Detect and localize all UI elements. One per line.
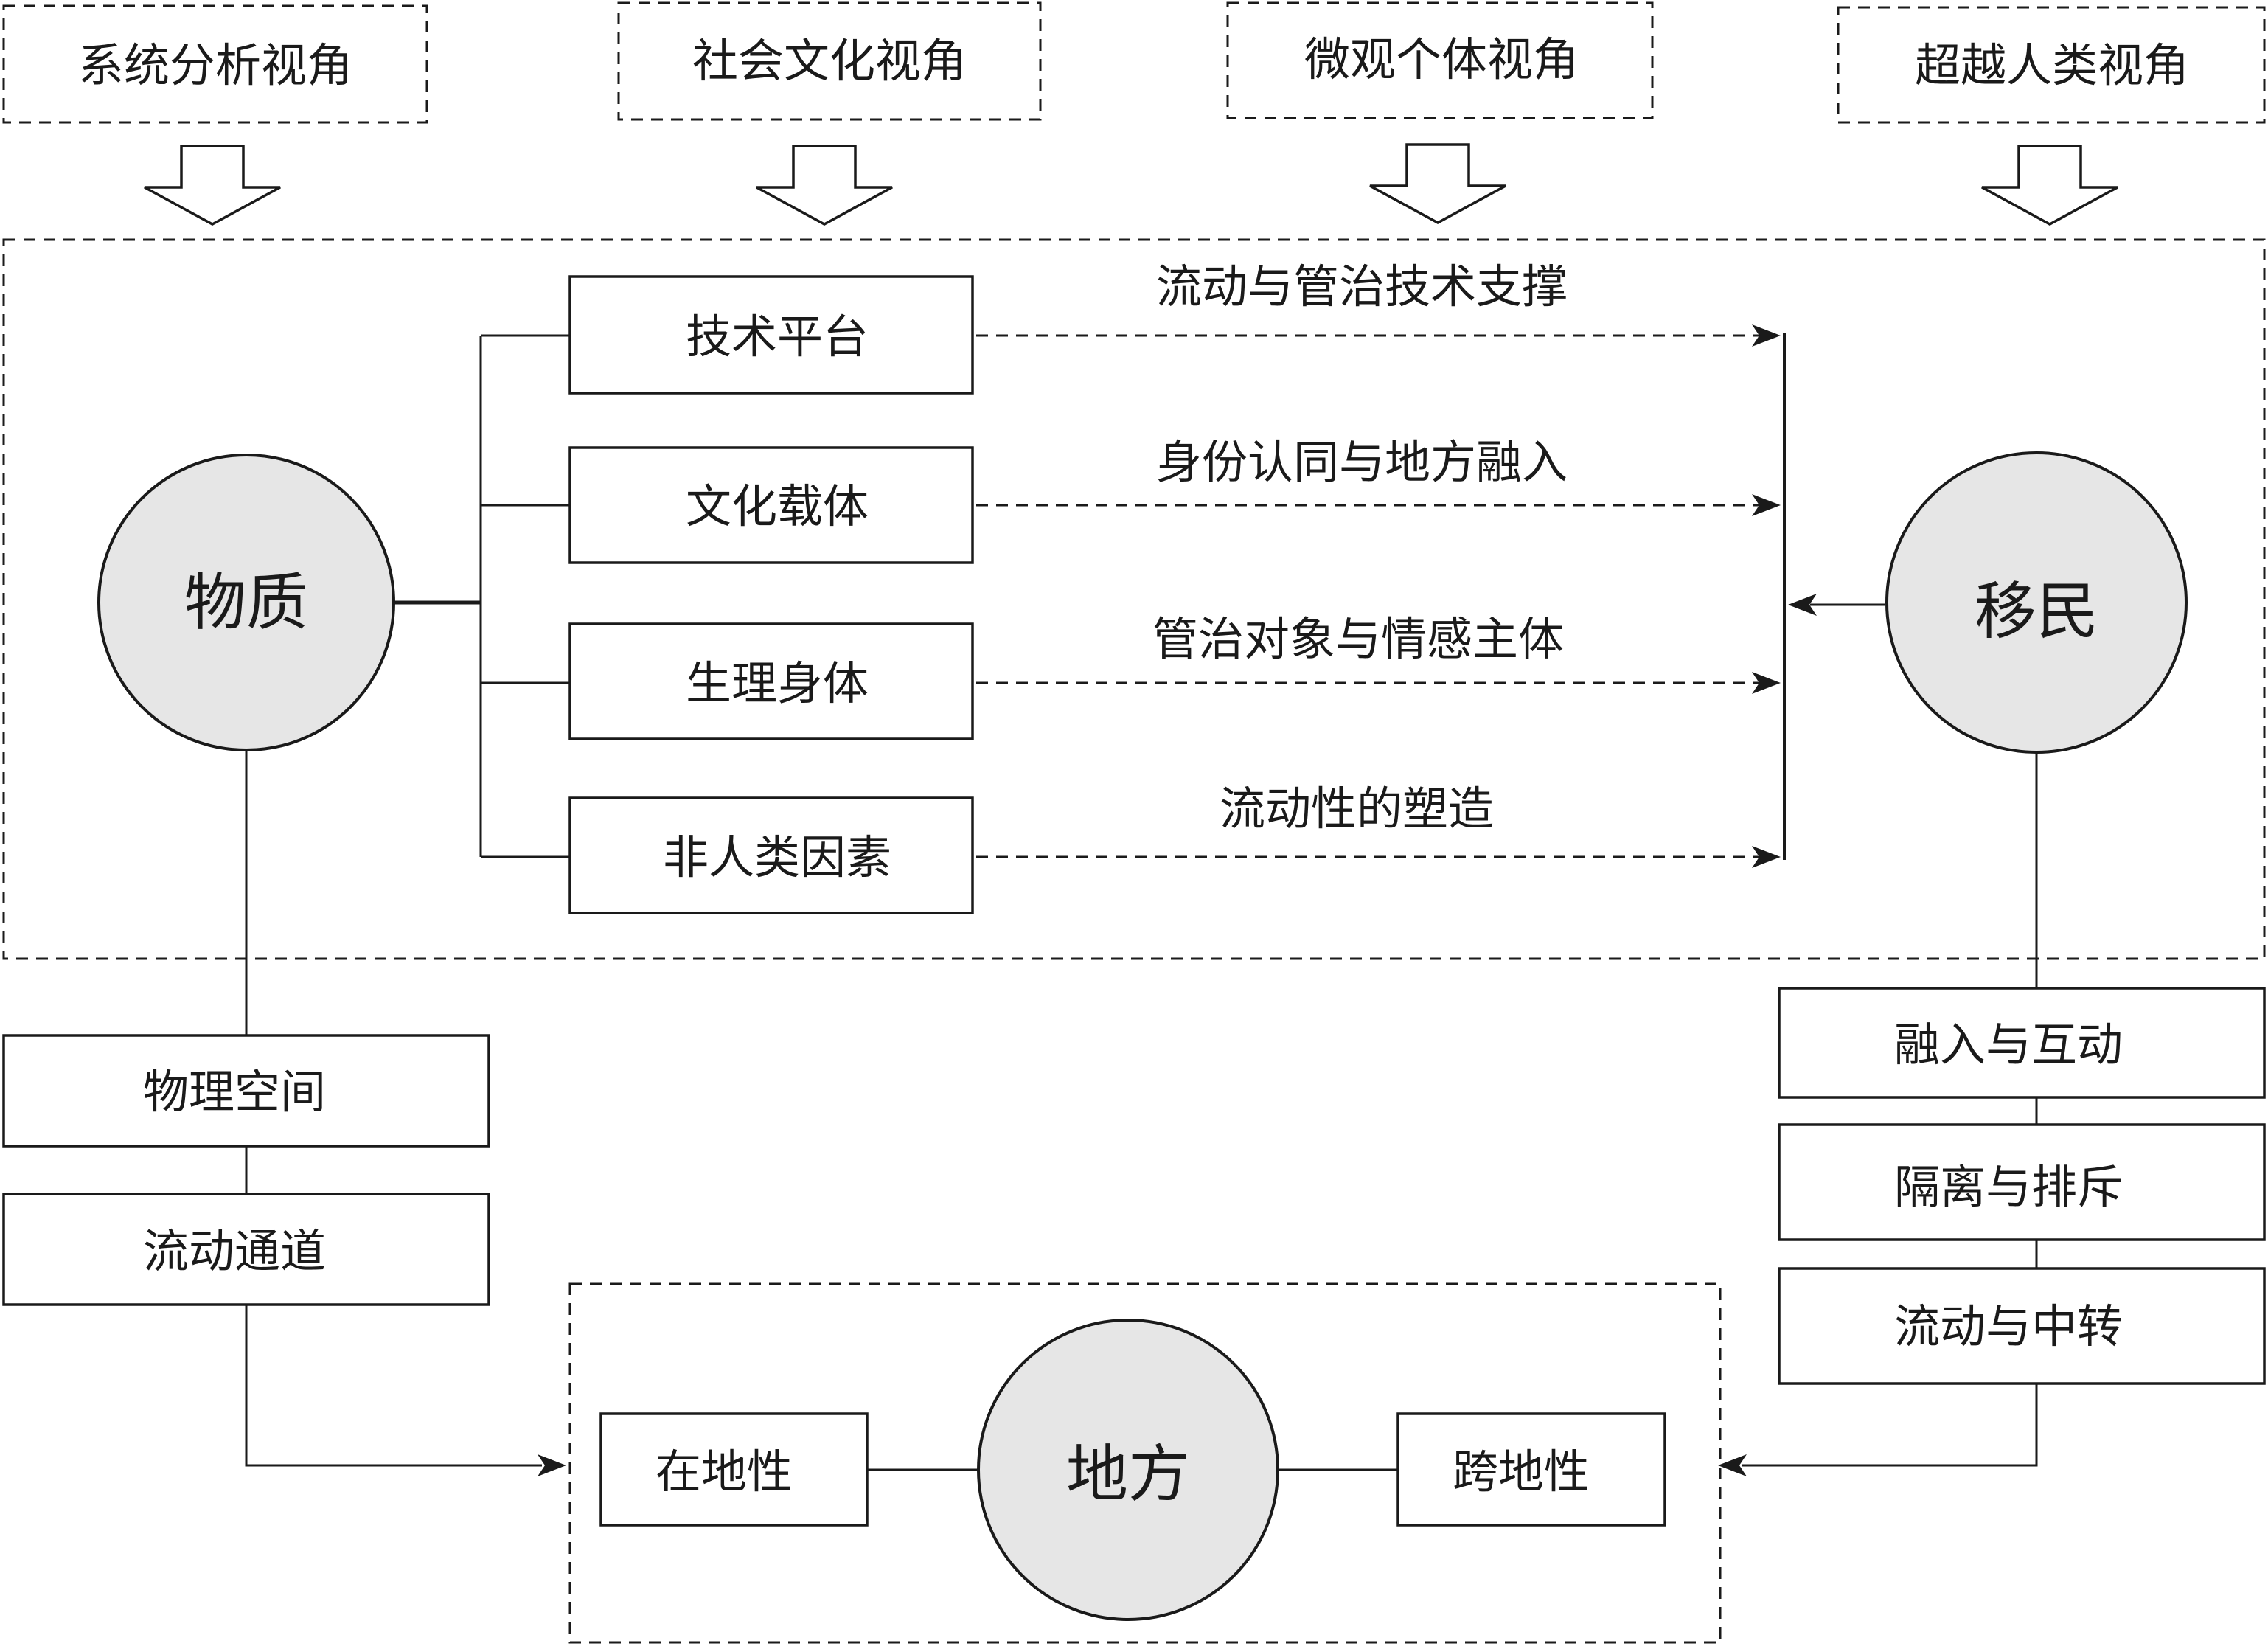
- category-cultural-carrier: 文化载体: [568, 446, 974, 564]
- relation-arrow: [976, 672, 1781, 694]
- relation-label-mobility-shaping: 流动性的塑造: [1220, 782, 1494, 836]
- perspective-system-label: 系统分析视角: [78, 38, 352, 92]
- place-locality-label: 在地性: [655, 1445, 793, 1499]
- down-arrow-icon: [756, 145, 893, 226]
- down-arrow-icon: [1369, 143, 1506, 224]
- relation-arrow: [976, 846, 1781, 868]
- perspective-sociocultural-label: 社会文化视角: [692, 34, 967, 88]
- category-tech-platform-label: 技术平台: [686, 310, 869, 364]
- chain-physical-space-label: 物理空间: [143, 1065, 326, 1119]
- material-node: 物质: [97, 454, 395, 751]
- relation-arrow: [976, 324, 1781, 347]
- chain-mobility-channel-label: 流动通道: [143, 1224, 326, 1278]
- category-cultural-carrier-label: 文化载体: [686, 479, 869, 533]
- relation-label-tech-support: 流动与管治技术支撑: [1156, 260, 1568, 313]
- place-locality: 在地性: [599, 1412, 869, 1527]
- place-translocality: 跨地性: [1396, 1412, 1666, 1527]
- category-non-human-factor-label: 非人类因素: [663, 830, 891, 884]
- perspective-system: 系统分析视角: [2, 4, 428, 124]
- chain-mobility-channel: 流动通道: [2, 1193, 490, 1306]
- perspective-more-than-human-label: 超越人类视角: [1915, 38, 2189, 92]
- main-frame: [2, 238, 2266, 960]
- migrant-label: 移民: [1975, 575, 2098, 648]
- relation-arrow: [976, 494, 1781, 516]
- place-frame: [568, 1282, 1722, 1644]
- down-arrow-icon: [1981, 145, 2118, 226]
- category-tech-platform: 技术平台: [568, 275, 974, 395]
- chain-mobility-transit-label: 流动与中转: [1894, 1299, 2123, 1353]
- perspective-sociocultural: 社会文化视角: [617, 1, 1042, 121]
- category-physiological-body-label: 生理身体: [686, 656, 869, 710]
- chain-mobility-transit: 流动与中转: [1778, 1267, 2266, 1385]
- flow-arrow-to-place-left: [245, 1305, 566, 1476]
- chain-integration-interaction: 融入与互动: [1778, 987, 2266, 1099]
- perspective-micro-individual-label: 微观个体视角: [1304, 32, 1579, 86]
- relation-label-governance: 管治对象与情感主体: [1152, 612, 1564, 666]
- category-physiological-body: 生理身体: [568, 622, 974, 740]
- relation-label-identity: 身份认同与地方融入: [1156, 435, 1568, 489]
- perspective-micro-individual: 微观个体视角: [1226, 1, 1654, 119]
- chain-physical-space: 物理空间: [2, 1034, 490, 1148]
- chain-segregation-exclusion: 隔离与排斥: [1778, 1123, 2266, 1241]
- down-arrow-icon: [144, 145, 281, 226]
- chain-integration-interaction-label: 融入与互动: [1894, 1018, 2123, 1072]
- chain-segregation-exclusion-label: 隔离与排斥: [1894, 1160, 2123, 1214]
- migrant-arrow: [1788, 594, 1885, 616]
- place-translocality-label: 跨地性: [1453, 1445, 1590, 1499]
- perspective-more-than-human: 超越人类视角: [1837, 6, 2266, 124]
- material-label: 物质: [184, 566, 308, 639]
- place-label: 地方: [1066, 1438, 1190, 1510]
- migrant-node: 移民: [1885, 451, 2188, 754]
- flow-arrow-to-place-right: [1718, 1384, 2038, 1476]
- category-non-human-factor: 非人类因素: [568, 796, 974, 914]
- place-node: 地方: [977, 1319, 1279, 1621]
